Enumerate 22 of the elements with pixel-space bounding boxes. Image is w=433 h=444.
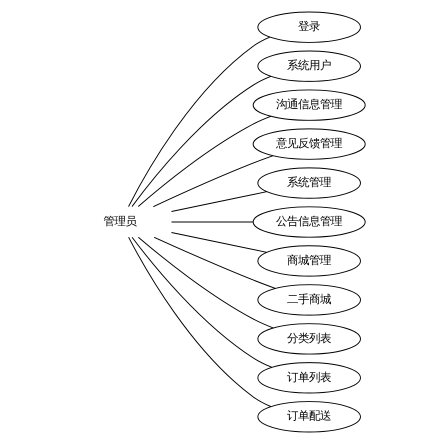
connector	[152, 155, 273, 208]
connector	[131, 76, 271, 208]
node-ellipse: 登录	[256, 12, 360, 43]
node-ellipse: 系统管理	[256, 167, 360, 199]
connector	[153, 236, 276, 289]
node-ellipse: 沟通信息管理	[252, 89, 366, 121]
node-ellipse: 订单配送	[256, 401, 360, 432]
node-ellipse: 公告信息管理	[252, 206, 366, 238]
connector	[137, 116, 271, 207]
node-text: 管理员	[103, 214, 136, 228]
connector	[170, 191, 267, 212]
connector	[137, 236, 274, 328]
node-ellipse: 分类列表	[256, 323, 360, 355]
connector	[128, 236, 271, 408]
node-ellipse: 商城管理	[256, 245, 360, 277]
node-ellipse: 二手商城	[256, 284, 360, 316]
connector	[131, 236, 272, 368]
node-ellipse: 意见反馈管理	[252, 128, 366, 160]
connector	[170, 232, 267, 253]
node-ellipse: 订单列表	[256, 362, 360, 394]
node-ellipse: 系统用户	[256, 50, 360, 82]
connector	[128, 36, 270, 208]
